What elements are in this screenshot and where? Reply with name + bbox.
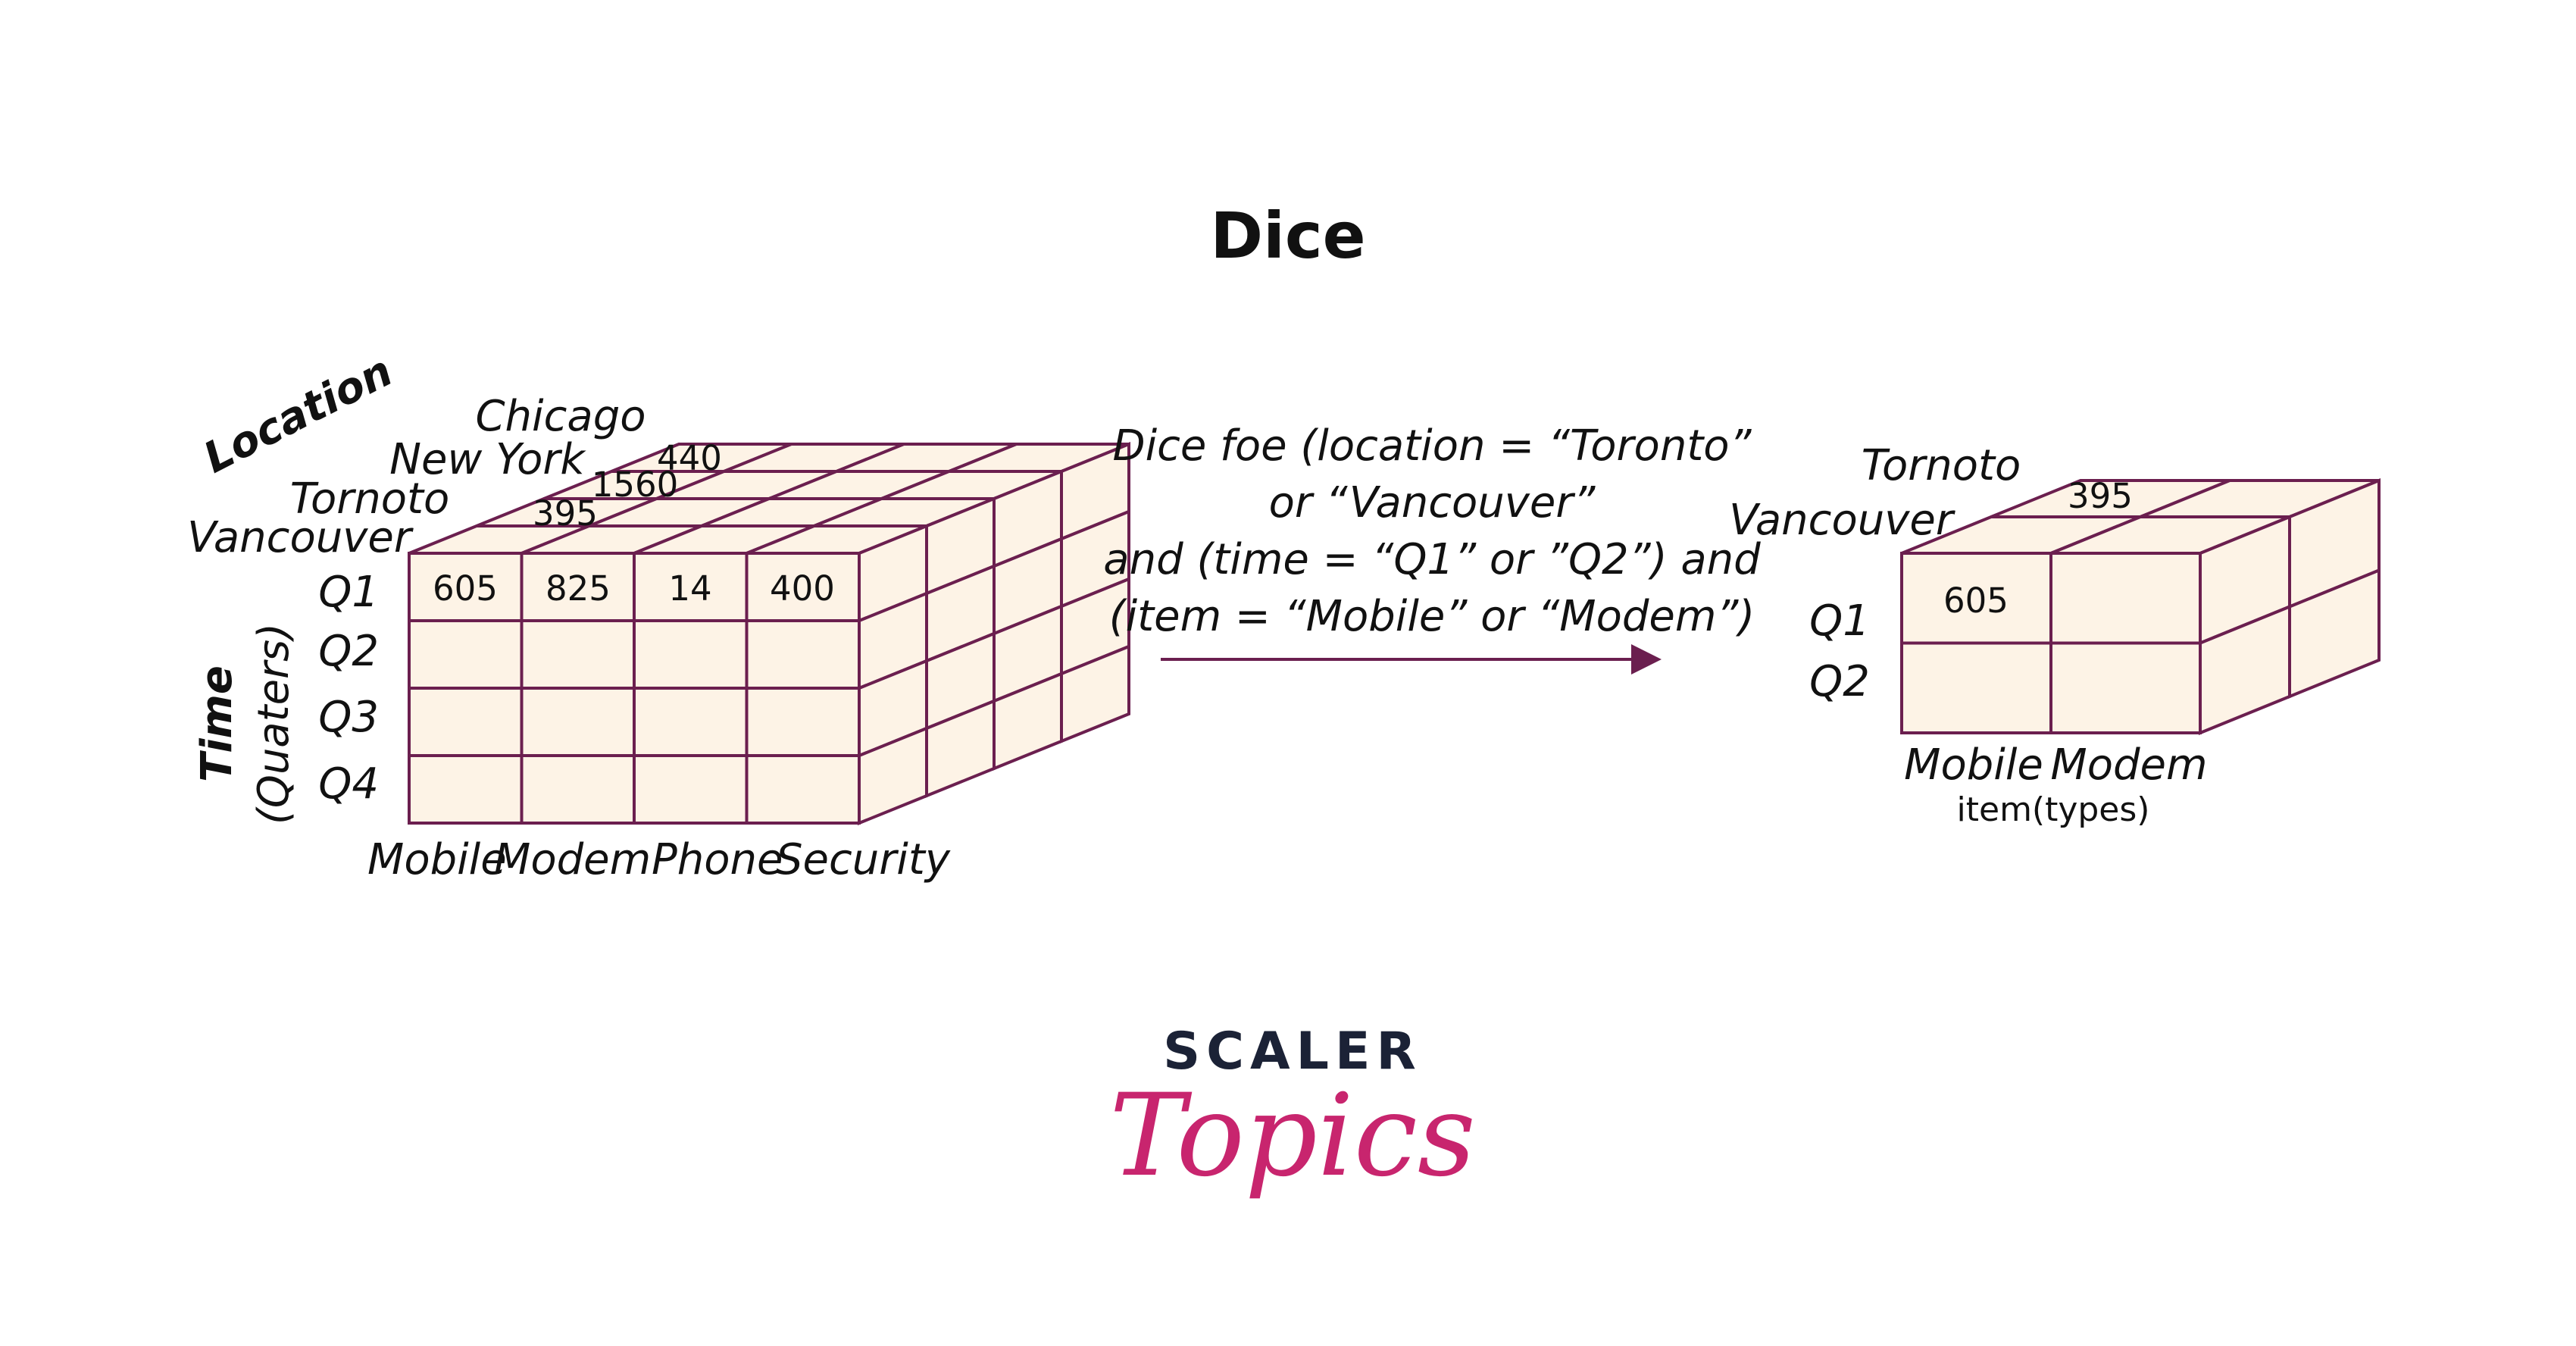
item-label-modem: Modem: [494, 835, 651, 884]
source-cube-front-cell: [745, 687, 861, 757]
result-item-mobile: Mobile: [1904, 740, 2043, 790]
time-axis-label: Time: [192, 665, 242, 782]
location-label-chicago: Chicago: [475, 392, 646, 441]
quarter-label-q2: Q2: [318, 627, 379, 676]
source-value-q1-modem: 825: [546, 568, 611, 609]
result-cube-side-cell: [2288, 568, 2381, 699]
result-item-modem: Modem: [2050, 740, 2207, 790]
item-label-security: Security: [776, 835, 951, 884]
logo-topics-text: Topics: [1109, 1070, 1476, 1202]
source-cube-front-cell: [520, 687, 636, 757]
scaler-topics-logo: SCALER Topics: [1109, 1022, 1476, 1202]
quarter-label-q3: Q3: [318, 693, 379, 742]
source-value-q1-security: 400: [770, 568, 835, 609]
result-cube-front-cell: [2049, 641, 2202, 734]
source-value-q1-mobile: 605: [433, 568, 498, 609]
source-cube-front-cell: [633, 754, 749, 825]
location-label-vancouver: Vancouver: [187, 513, 414, 562]
item-label-mobile: Mobile: [367, 835, 507, 884]
source-cube: 605 825 14 400 440 1560 395 Location Chi…: [187, 346, 1130, 884]
source-cube-front-cell: [745, 619, 861, 690]
result-item-axis-label: item(types): [1957, 790, 2150, 829]
result-quarter-q1: Q1: [1809, 596, 1870, 646]
dice-operation: Dice foe (location = “Toronto” or “Vanco…: [1103, 421, 1761, 675]
result-cube-front-cell: [2049, 552, 2202, 645]
source-cube-front-cell: [408, 754, 524, 825]
source-value-tornoto: 395: [533, 493, 598, 534]
location-axis-label: Location: [196, 346, 401, 483]
operation-line-3: and (time = “Q1” or ”Q2”) and: [1103, 535, 1761, 584]
page-title: Dice: [1210, 199, 1365, 273]
location-label-new-york: New York: [389, 435, 586, 484]
location-label-tornoto: Tornoto: [290, 474, 450, 524]
quarter-label-q1: Q1: [318, 568, 379, 617]
result-location-tornoto: Tornoto: [1862, 441, 2021, 490]
result-quarter-q2: Q2: [1809, 657, 1870, 706]
source-cube-front-cell: [633, 687, 749, 757]
source-value-chicago: 440: [657, 438, 722, 478]
source-value-q1-phone: 14: [668, 568, 711, 609]
item-label-phone: Phone: [652, 835, 783, 884]
result-cube: 605 395 Tornoto Vancouver Q1 Q2 Mobile M…: [1729, 441, 2381, 829]
source-cube-front-cell: [520, 619, 636, 690]
source-value-new-york: 1560: [592, 465, 679, 505]
time-axis-sublabel: (Quaters): [249, 623, 299, 825]
source-cube-side-cell: [1060, 644, 1130, 743]
result-value-tornoto: 395: [2068, 476, 2133, 516]
result-cube-front-cell: [1900, 641, 2052, 734]
result-location-vancouver: Vancouver: [1729, 496, 1955, 545]
operation-line-1: Dice foe (location = “Toronto”: [1112, 421, 1752, 471]
operation-line-2: or “Vancouver”: [1269, 478, 1596, 527]
logo-scaler-text: SCALER: [1163, 1022, 1422, 1081]
operation-line-4: (item = “Mobile” or “Modem”): [1109, 592, 1755, 641]
source-cube-front-cell: [520, 754, 636, 825]
quarter-label-q4: Q4: [318, 759, 379, 809]
source-cube-front-cell: [408, 687, 524, 757]
source-cube-front-cell: [745, 754, 861, 825]
source-cube-front-cell: [633, 619, 749, 690]
result-value-q1-mobile: 605: [1943, 581, 2009, 621]
source-cube-front-cell: [408, 619, 524, 690]
